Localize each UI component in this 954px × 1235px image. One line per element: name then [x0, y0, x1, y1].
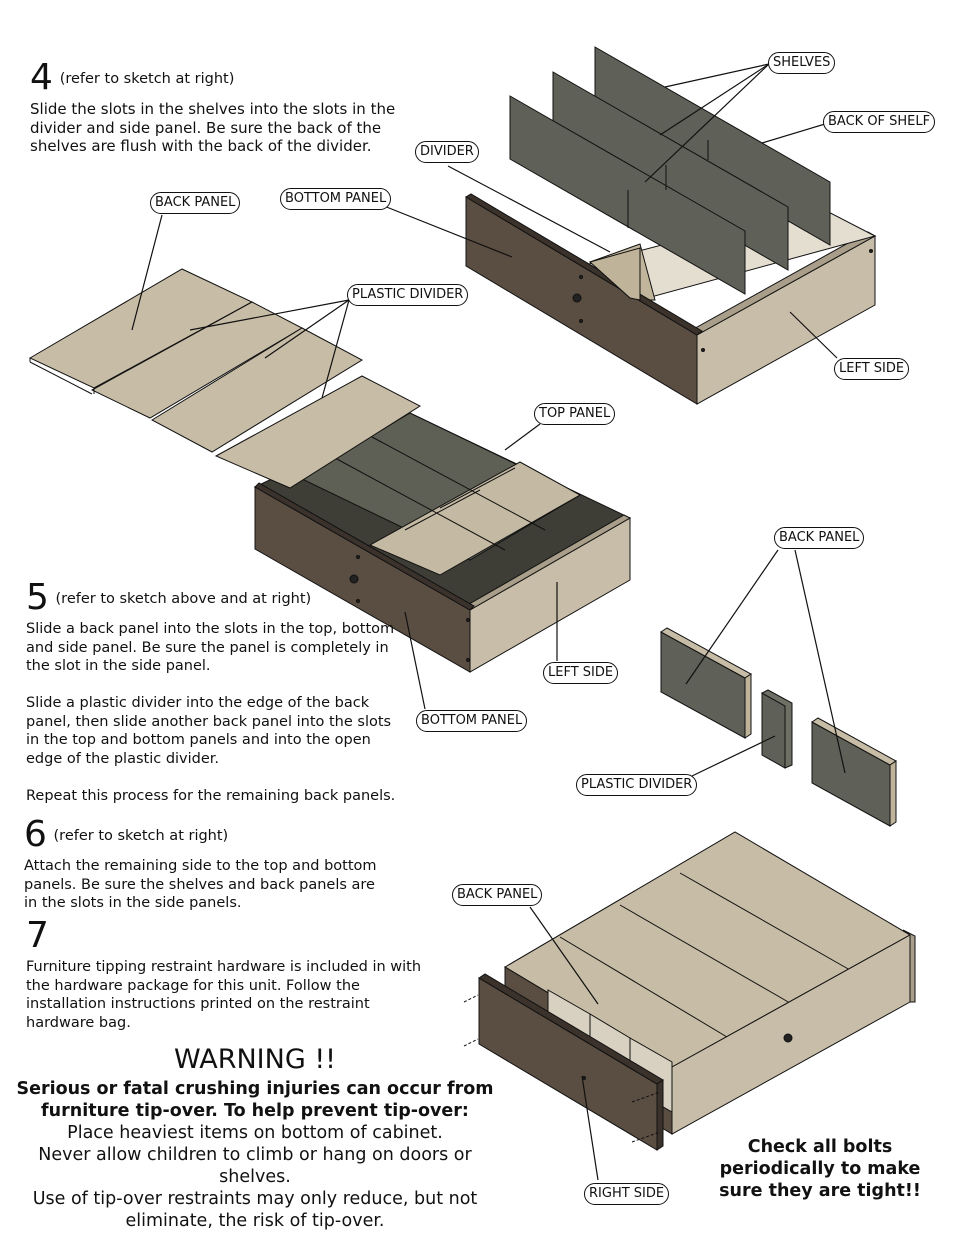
label-left-side: LEFT SIDE	[834, 358, 910, 380]
label-divider: DIVIDER	[415, 141, 479, 163]
label-top-panel: TOP PANEL	[534, 403, 616, 425]
step-5: 5 (refer to sketch above and at right) S…	[26, 580, 395, 805]
label-back-of-shelf: BACK OF SHELF	[823, 111, 936, 133]
label-plastic-divider-2: PLASTIC DIVIDER	[576, 774, 698, 796]
step-reference: (refer to sketch at right)	[59, 71, 235, 87]
bolts-note: Check all bolts periodically to make sur…	[719, 1137, 921, 1201]
warning-title: WARNING !!	[174, 1044, 336, 1075]
sketch-back-panels-assembly	[28, 268, 632, 673]
step-text: Slide the slots in the shelves into the …	[30, 100, 396, 155]
label-bottom-panel-2: BOTTOM PANEL	[416, 710, 528, 732]
label-back-panel-3: BACK PANEL	[452, 884, 543, 906]
step-number: 7	[26, 915, 49, 956]
label-plastic-divider: PLASTIC DIVIDER	[347, 284, 469, 306]
step-text: Attach the remaining side to the top and…	[24, 858, 377, 911]
step-number: 4	[30, 57, 53, 98]
sketch-plastic-divider-detail	[660, 627, 897, 827]
step-text: Slide a back panel into the slots in the…	[26, 621, 396, 804]
label-leader-lines	[131, 63, 846, 1181]
label-bottom-panel: BOTTOM PANEL	[280, 188, 392, 210]
step-4: 4 (refer to sketch at right) Slide the s…	[30, 60, 395, 156]
step-6: 6 (refer to sketch at right) Attach the …	[24, 817, 377, 913]
label-right-side: RIGHT SIDE	[584, 1183, 670, 1205]
step-number: 5	[26, 577, 49, 618]
step-reference: (refer to sketch at right)	[53, 828, 229, 844]
label-left-side-2: LEFT SIDE	[543, 662, 619, 684]
label-back-panel: BACK PANEL	[150, 192, 241, 214]
step-reference: (refer to sketch above and at right)	[55, 591, 312, 607]
warning-body-text: Place heaviest items on bottom of cabine…	[32, 1123, 478, 1231]
step-text: Furniture tipping restraint hardware is …	[26, 959, 422, 1031]
step-number: 6	[24, 814, 47, 855]
step-7: 7 Furniture tipping restraint hardware i…	[26, 918, 421, 1032]
label-back-panel-2: BACK PANEL	[774, 527, 865, 549]
warning-bold-text: Serious or fatal crushing injuries can o…	[16, 1079, 494, 1121]
sketch-shelves-assembly	[465, 46, 877, 405]
label-shelves: SHELVES	[768, 52, 836, 74]
sketch-right-side-assembly	[463, 831, 916, 1151]
